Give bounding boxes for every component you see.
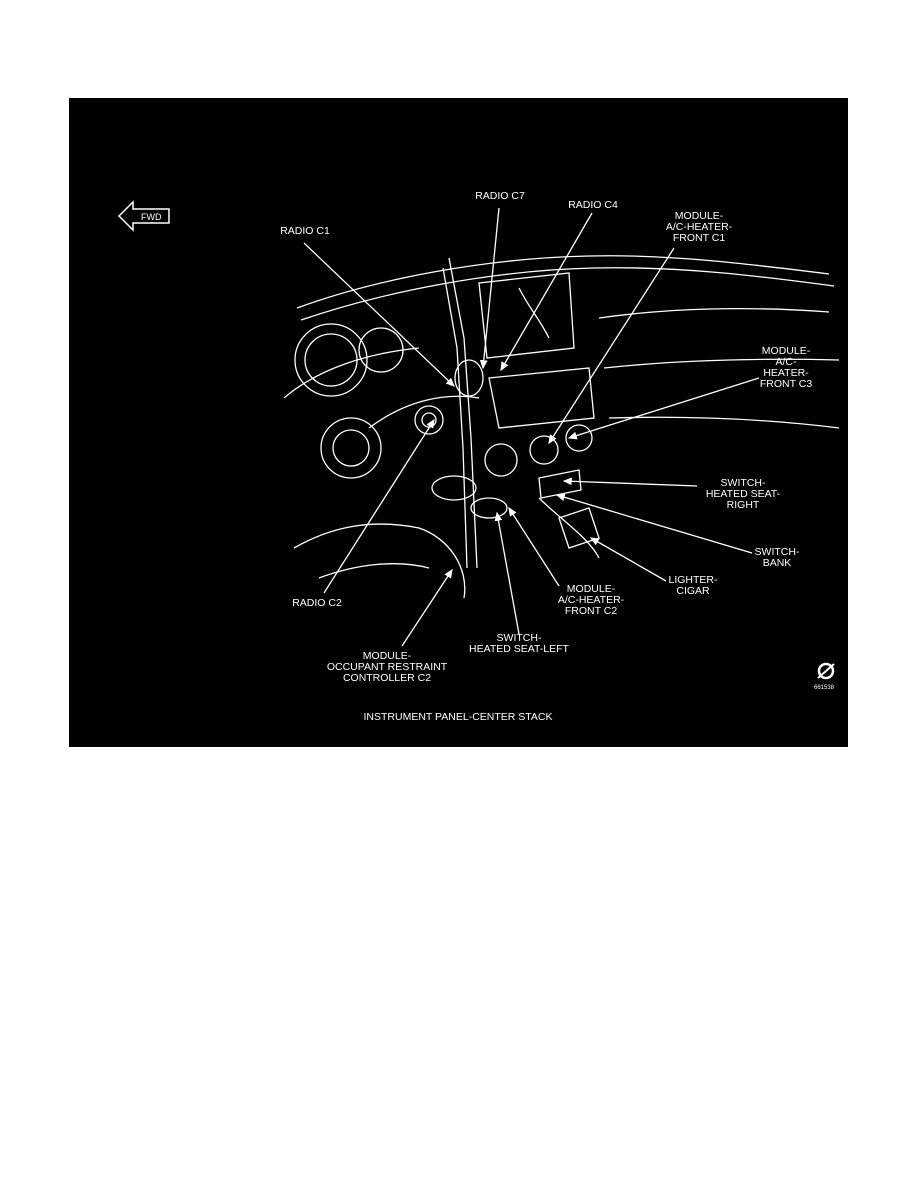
label-module-ac-heater-front-c1: MODULE- A/C-HEATER- FRONT C1: [665, 210, 733, 244]
leader-switch-right: [562, 477, 698, 487]
dashboard-illustration: FWD: [117, 200, 840, 680]
label-lighter-cigar: LIGHTER- CIGAR: [668, 574, 718, 597]
label-radio-c7: RADIO C7: [475, 190, 525, 202]
label-switch-heated-seat-left: SWITCH- HEATED SEAT-LEFT: [469, 632, 569, 655]
leader-occupant: [401, 568, 453, 647]
label-radio-c2: RADIO C2: [292, 597, 342, 609]
fwd-arrow-icon: FWD: [117, 200, 170, 232]
label-switch-bank: SWITCH- BANK: [754, 546, 800, 569]
leader-radio-c2: [323, 418, 435, 594]
label-switch-heated-seat-right: SWITCH- HEATED SEAT-RIGHT: [705, 477, 781, 511]
label-module-ac-heater-front-c2: MODULE- A/C-HEATER- FRONT C2: [557, 583, 625, 617]
label-radio-c1: RADIO C1: [280, 225, 330, 237]
label-radio-c4: RADIO C4: [568, 199, 618, 211]
leader-module-c2: [508, 506, 560, 587]
leader-radio-c4: [500, 212, 593, 372]
leader-switch-left: [494, 511, 520, 635]
leader-radio-c1: [303, 242, 455, 387]
manufacturer-logo-icon: [817, 662, 835, 680]
figure-caption: INSTRUMENT PANEL-CENTER STACK: [363, 711, 553, 723]
fwd-label: FWD: [141, 212, 162, 222]
leader-lines: [303, 207, 760, 647]
leader-module-c3: [567, 377, 760, 440]
figure-number: 661538: [814, 685, 835, 691]
leader-switch-bank: [555, 493, 753, 554]
dashboard-lineart: [283, 255, 840, 599]
label-module-occupant-restraint-controller-c2: MODULE- OCCUPANT RESTRAINT CONTROLLER C2: [326, 650, 448, 684]
label-module-ac-heater-front-c3: MODULE- A/C-HEATER- FRONT C3: [759, 345, 813, 390]
leader-radio-c7: [479, 207, 500, 370]
leader-lighter: [589, 537, 667, 582]
diagram-figure: FWD: [69, 98, 848, 747]
leader-module-c1: [548, 247, 675, 445]
